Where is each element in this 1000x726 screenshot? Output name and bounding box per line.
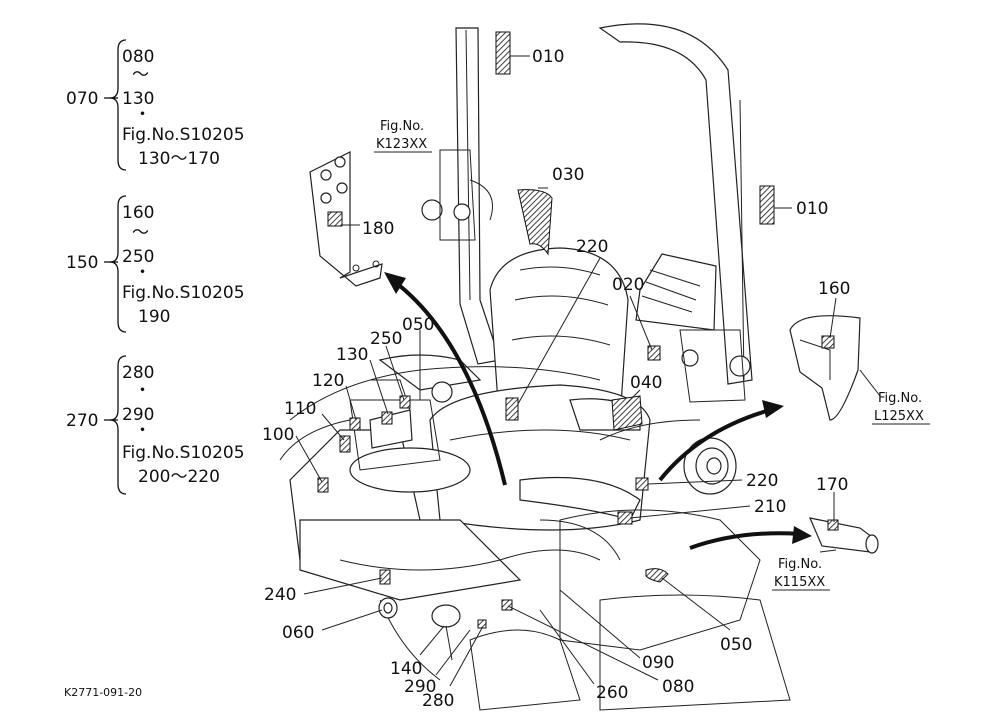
group-150-id: 150 bbox=[66, 253, 98, 273]
callout-220-seat: 220 bbox=[576, 237, 608, 257]
decal-130 bbox=[381, 411, 393, 425]
decal-210 bbox=[617, 511, 633, 525]
wheel-hub bbox=[683, 437, 737, 495]
cover-160 bbox=[789, 315, 861, 421]
callout-290: 290 bbox=[404, 677, 436, 697]
callout-010-left: 010 bbox=[532, 47, 564, 67]
group-270-line: Fig.No.S10205 bbox=[122, 443, 245, 463]
arrow-head bbox=[792, 526, 812, 544]
part-170 bbox=[808, 517, 879, 554]
group-070-line: Fig.No.S10205 bbox=[122, 125, 245, 145]
callout-050-top: 050 bbox=[402, 315, 434, 335]
fig-ref-l125: Fig.No. L125XX bbox=[872, 391, 930, 425]
arrow-head bbox=[762, 400, 784, 418]
decal-220b bbox=[635, 477, 649, 491]
group-150-line: 160 bbox=[122, 203, 154, 223]
group-150-line: 190 bbox=[138, 307, 170, 327]
callout-020: 020 bbox=[612, 275, 644, 295]
callout-250: 250 bbox=[370, 329, 402, 349]
fig-ref-k115-line2: K115XX bbox=[774, 575, 825, 590]
arrow-head bbox=[384, 272, 406, 294]
callout-120: 120 bbox=[312, 371, 344, 391]
knob-140 bbox=[431, 604, 461, 661]
drawing-code: K2771-091-20 bbox=[64, 686, 142, 699]
fig-ref-k123-line1: Fig.No. bbox=[380, 119, 424, 134]
callout-240: 240 bbox=[264, 585, 296, 605]
fig-ref-k115: Fig.No. K115XX bbox=[772, 557, 830, 591]
decal-240 bbox=[379, 569, 391, 585]
steering-column bbox=[349, 379, 471, 493]
decal-040 bbox=[611, 395, 643, 431]
group-070-line: ・ bbox=[134, 105, 151, 125]
group-070-line: ～ bbox=[132, 65, 149, 85]
group-150-line: ・ bbox=[134, 263, 151, 283]
reference-arrows bbox=[384, 272, 812, 550]
fig-ref-l125-line2: L125XX bbox=[874, 409, 924, 424]
group-150-line: 250 bbox=[122, 247, 154, 267]
group-270-line: 280 bbox=[122, 363, 154, 383]
fig-ref-l125-line1: Fig.No. bbox=[878, 391, 922, 406]
group-270-line: 200～220 bbox=[138, 467, 220, 487]
decal-010-left bbox=[495, 31, 511, 75]
group-150-line: Fig.No.S10205 bbox=[122, 283, 245, 303]
decal-160 bbox=[821, 335, 835, 349]
callout-100: 100 bbox=[262, 425, 294, 445]
pulley-060 bbox=[378, 597, 398, 619]
group-150-line: ～ bbox=[132, 223, 149, 243]
decal-180 bbox=[327, 211, 343, 227]
decal-030 bbox=[517, 189, 553, 256]
bracket-180 bbox=[309, 151, 383, 287]
rops-frame bbox=[421, 23, 753, 403]
decal-220a bbox=[505, 397, 519, 421]
group-070-line: 130 bbox=[122, 89, 154, 109]
callout-110: 110 bbox=[284, 399, 316, 419]
callout-030: 030 bbox=[552, 165, 584, 185]
group-070-id: 070 bbox=[66, 89, 98, 109]
decal-120 bbox=[349, 417, 361, 431]
group-270: 270 280 ・ 290 ・ Fig.No.S10205 200～220 bbox=[66, 355, 245, 495]
callout-280: 280 bbox=[422, 691, 454, 711]
decal-250 bbox=[399, 395, 411, 409]
decal-080 bbox=[501, 599, 513, 611]
callout-210: 210 bbox=[754, 497, 786, 517]
fig-ref-k115-line1: Fig.No. bbox=[778, 557, 822, 572]
group-070: 070 080 ～ 130 ・ Fig.No.S10205 130～170 bbox=[66, 39, 245, 171]
callout-130: 130 bbox=[336, 345, 368, 365]
callout-040: 040 bbox=[630, 373, 662, 393]
decal-280 bbox=[477, 619, 487, 629]
group-150: 150 160 ～ 250 ・ Fig.No.S10205 190 bbox=[66, 195, 245, 333]
group-270-id: 270 bbox=[66, 411, 98, 431]
group-270-line: ・ bbox=[134, 381, 151, 401]
callout-060: 060 bbox=[282, 623, 314, 643]
group-270-line: 290 bbox=[122, 405, 154, 425]
callout-170: 170 bbox=[816, 475, 848, 495]
callouts: 010 010 030 220 020 160 180 250 050 130 … bbox=[262, 47, 850, 711]
decal-100 bbox=[317, 477, 329, 493]
group-070-line: 080 bbox=[122, 47, 154, 67]
callout-080: 080 bbox=[662, 677, 694, 697]
decal-170 bbox=[827, 519, 839, 531]
fig-ref-k123: Fig.No. K123XX bbox=[374, 119, 432, 153]
leader-lines bbox=[295, 55, 881, 687]
callout-050-floor: 050 bbox=[720, 635, 752, 655]
decal-010-right bbox=[759, 185, 775, 225]
group-070-line: 130～170 bbox=[138, 149, 220, 169]
decal-020 bbox=[647, 345, 661, 361]
callout-260: 260 bbox=[596, 683, 628, 703]
group-270-line: ・ bbox=[134, 421, 151, 441]
callout-140: 140 bbox=[390, 659, 422, 679]
decal-110 bbox=[339, 435, 351, 453]
callout-160: 160 bbox=[818, 279, 850, 299]
callout-090: 090 bbox=[642, 653, 674, 673]
callout-220-floor: 220 bbox=[746, 471, 778, 491]
callout-010-right: 010 bbox=[796, 199, 828, 219]
guard-020 bbox=[635, 253, 717, 331]
fig-ref-k123-line2: K123XX bbox=[376, 137, 427, 152]
callout-180: 180 bbox=[362, 219, 394, 239]
